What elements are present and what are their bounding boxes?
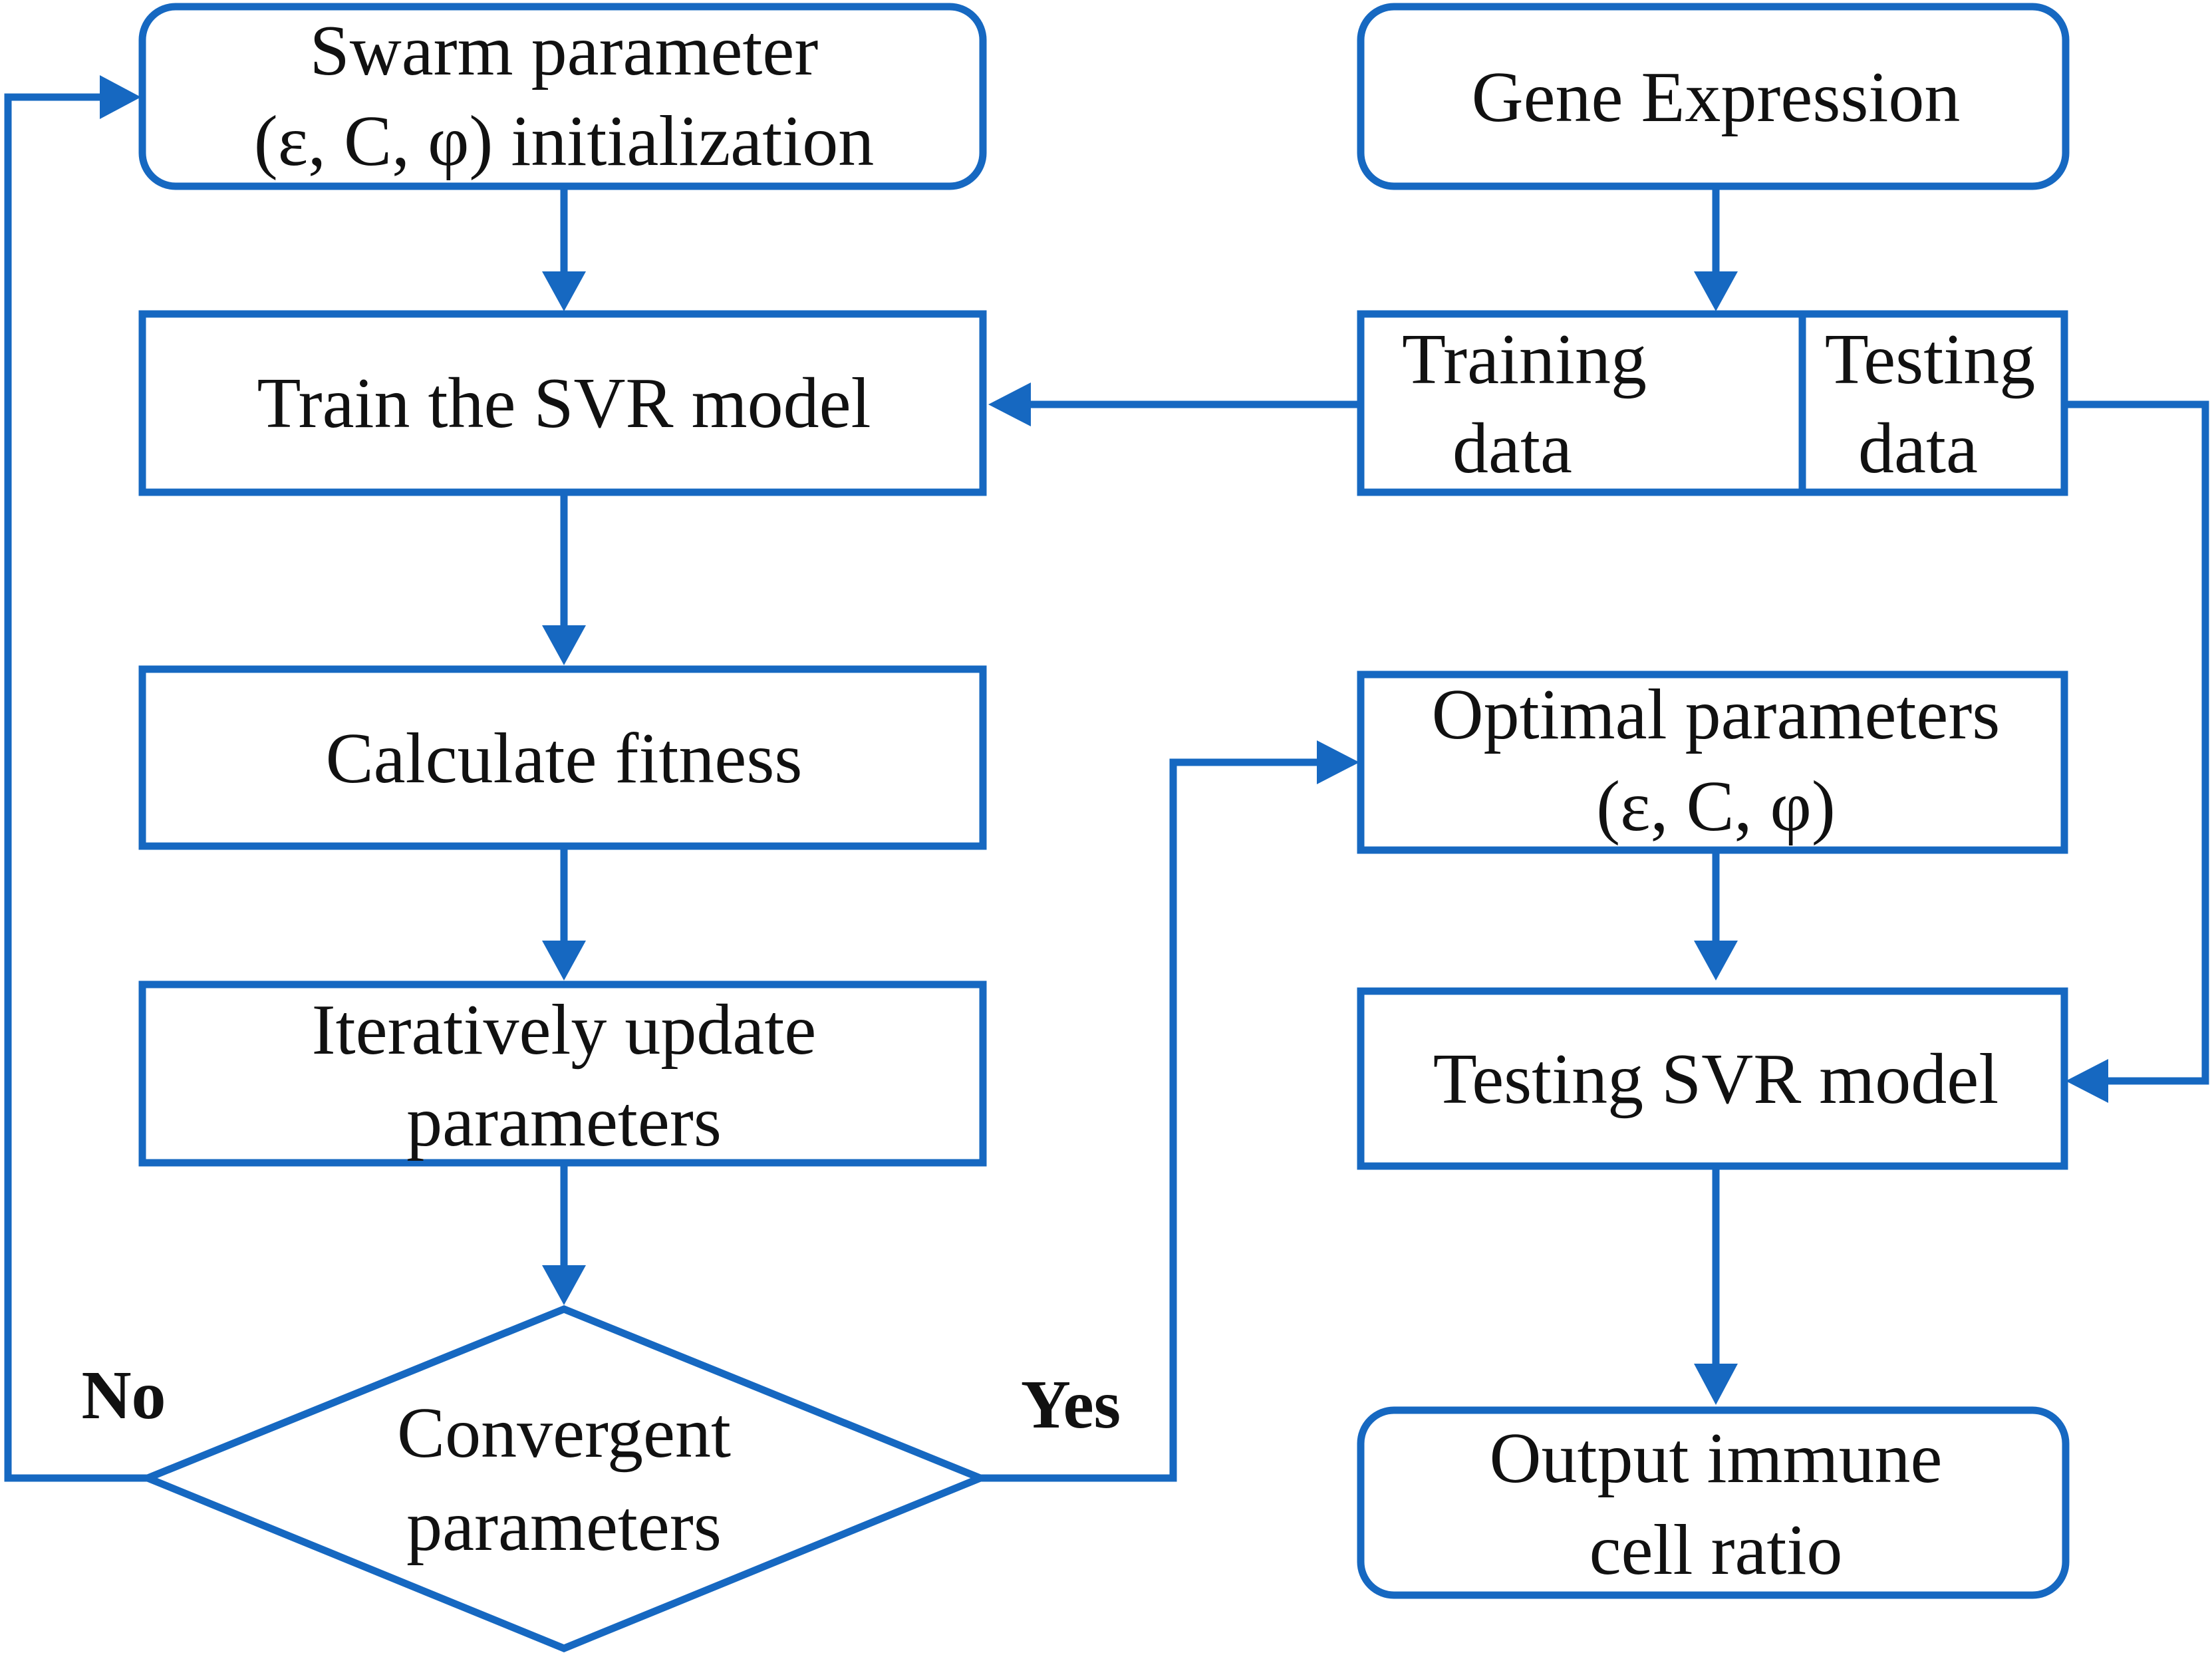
arrowhead xyxy=(100,75,141,119)
node-update-params-line2: parameters xyxy=(406,1082,722,1161)
arrowhead xyxy=(1694,1364,1738,1405)
node-training-data-line1: Training xyxy=(1402,320,1647,399)
edge-testing-data-to-test xyxy=(2064,400,2209,1085)
node-gene-expression-label: Gene Expression xyxy=(1472,58,1961,137)
arrowhead xyxy=(1694,941,1738,980)
arrowhead xyxy=(542,941,586,980)
node-update-params: Iteratively update parameters xyxy=(138,980,987,1167)
node-output-ratio-line1: Output immune xyxy=(1490,1419,1943,1498)
edge-label-yes: Yes xyxy=(1021,1366,1121,1443)
node-gene-expression: Gene Expression xyxy=(1357,3,2070,190)
node-data-split: Training data Testing data xyxy=(1357,310,2068,496)
node-optimal-params-line1: Optimal parameters xyxy=(1432,675,2001,754)
arrowhead xyxy=(542,1265,586,1305)
node-convergent: Convergent parameters xyxy=(138,1305,990,1652)
node-calc-fitness-label: Calculate fitness xyxy=(326,719,803,798)
edge-yes-path xyxy=(980,758,1322,1482)
node-testing-data-line2: data xyxy=(1858,409,1978,488)
node-optimal-params-line2: (ε, C, φ) xyxy=(1596,767,1836,846)
node-calc-fitness: Calculate fitness xyxy=(138,665,987,850)
node-convergent-line1: Convergent xyxy=(397,1394,731,1473)
arrowhead xyxy=(542,271,586,311)
edge-no-loop xyxy=(4,93,148,1482)
edge-label-no: No xyxy=(81,1357,166,1433)
arrowhead xyxy=(2066,1059,2108,1103)
arrowhead xyxy=(1694,271,1738,311)
node-train-svr-label: Train the SVR model xyxy=(257,364,871,443)
node-output-ratio-line2: cell ratio xyxy=(1590,1511,1843,1590)
node-swarm-init-line2: (ε, C, φ) initialization xyxy=(254,102,875,181)
node-train-svr: Train the SVR model xyxy=(138,310,987,496)
arrowhead xyxy=(1317,740,1359,784)
node-swarm-init-line1: Swarm parameter xyxy=(310,11,819,90)
node-testing-svr: Testing SVR model xyxy=(1357,987,2068,1170)
node-training-data-line2: data xyxy=(1452,409,1572,488)
node-update-params-line1: Iteratively update xyxy=(312,990,817,1070)
node-optimal-params: Optimal parameters (ε, C, φ) xyxy=(1357,671,2068,854)
arrowhead xyxy=(542,625,586,665)
node-swarm-init: Swarm parameter (ε, C, φ) initialization xyxy=(138,3,987,190)
arrowhead xyxy=(988,382,1031,426)
node-convergent-line2: parameters xyxy=(406,1487,722,1566)
connectors xyxy=(4,75,2209,1482)
node-testing-data-line1: Testing xyxy=(1825,320,2035,399)
node-testing-svr-label: Testing SVR model xyxy=(1433,1040,1999,1119)
node-output-ratio: Output immune cell ratio xyxy=(1357,1406,2070,1599)
